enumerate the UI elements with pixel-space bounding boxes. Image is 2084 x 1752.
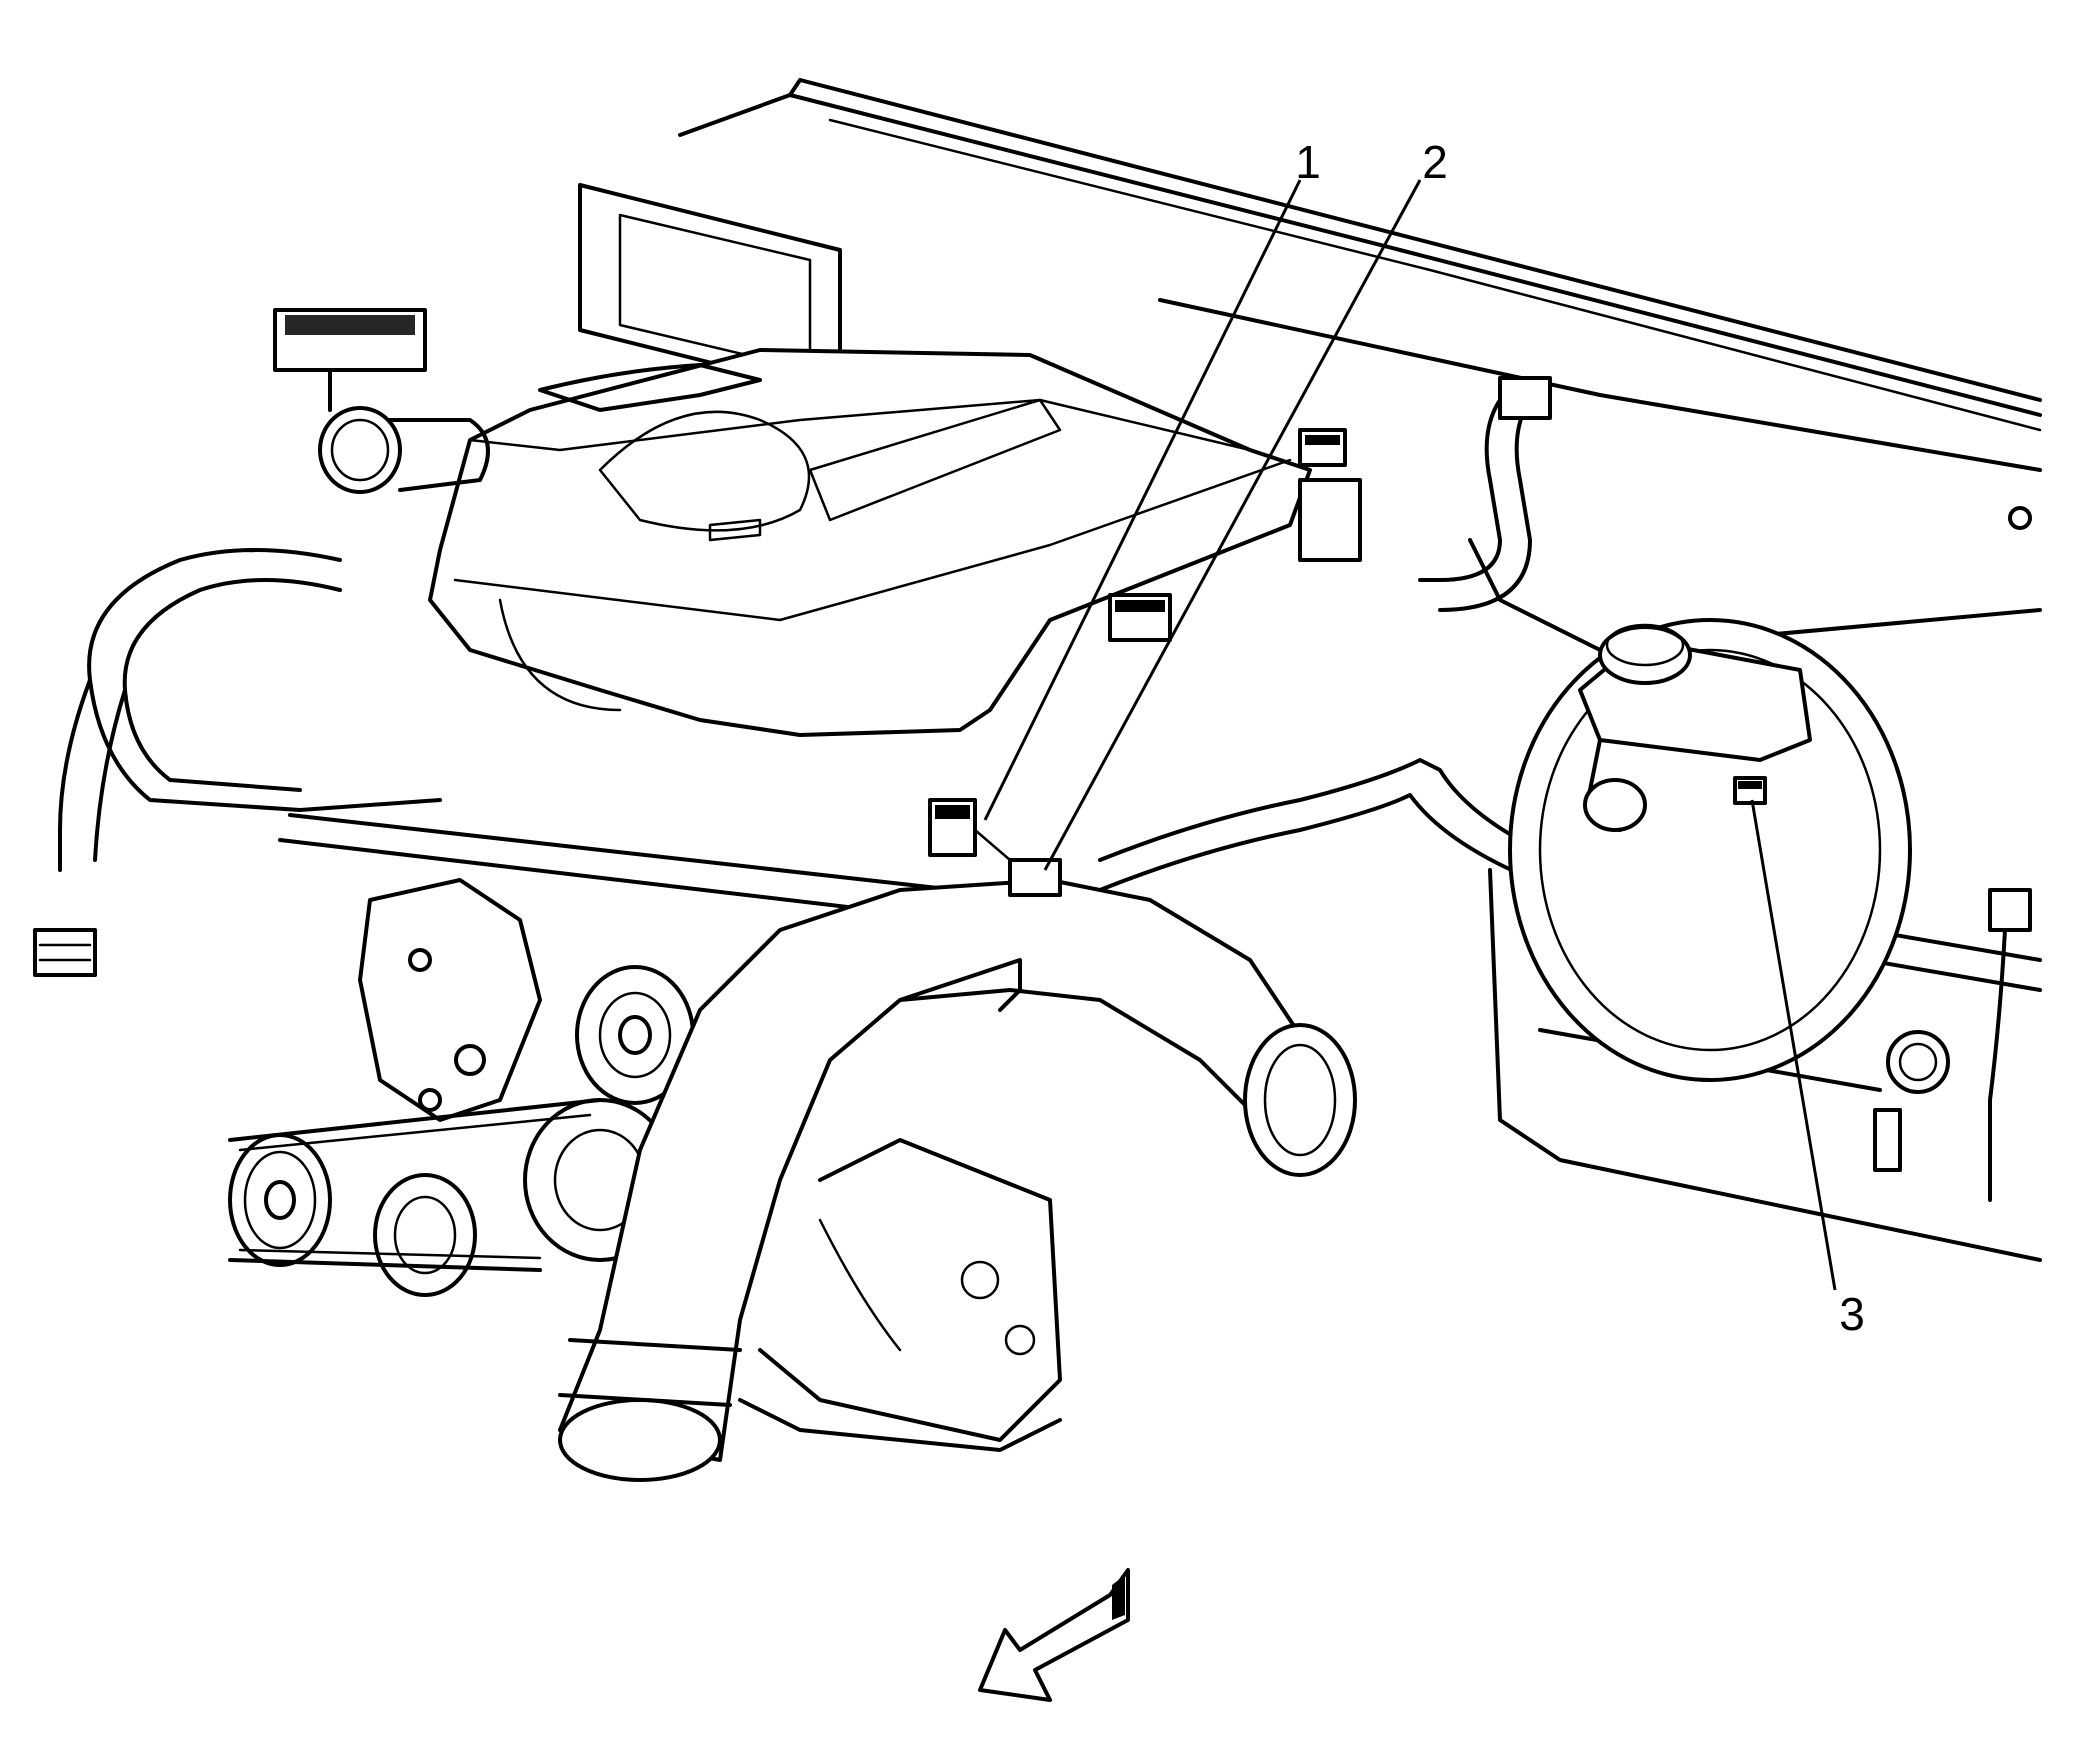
callout-3-leader bbox=[1750, 799, 1837, 1291]
sensor-connector bbox=[928, 798, 1062, 897]
callout-3-label: 3 bbox=[1839, 1288, 1865, 1340]
callout-1-label: 1 bbox=[1295, 136, 1321, 188]
harness-clip bbox=[1733, 776, 1767, 805]
callout-2-label: 2 bbox=[1422, 136, 1448, 188]
air-intake-duct bbox=[558, 878, 1357, 1482]
cowl-panel bbox=[678, 78, 2042, 652]
wiring-harness-left bbox=[33, 548, 1002, 977]
brake-fluid-reservoir bbox=[1578, 623, 1812, 832]
callout-2-leader bbox=[1043, 179, 1422, 871]
engine-cover bbox=[428, 348, 1312, 737]
accessory-belt-pulleys bbox=[228, 965, 695, 1297]
front-direction-arrow-icon bbox=[978, 1568, 1130, 1702]
front-engine-cover bbox=[358, 878, 542, 1122]
upper-connectors bbox=[1108, 428, 1362, 642]
callout-leaders bbox=[983, 179, 1837, 1291]
throttle-body bbox=[273, 308, 490, 494]
callout-1-leader bbox=[983, 179, 1302, 821]
engine-block-lower bbox=[738, 1138, 1062, 1452]
harness-connector-right bbox=[1873, 888, 2032, 1202]
